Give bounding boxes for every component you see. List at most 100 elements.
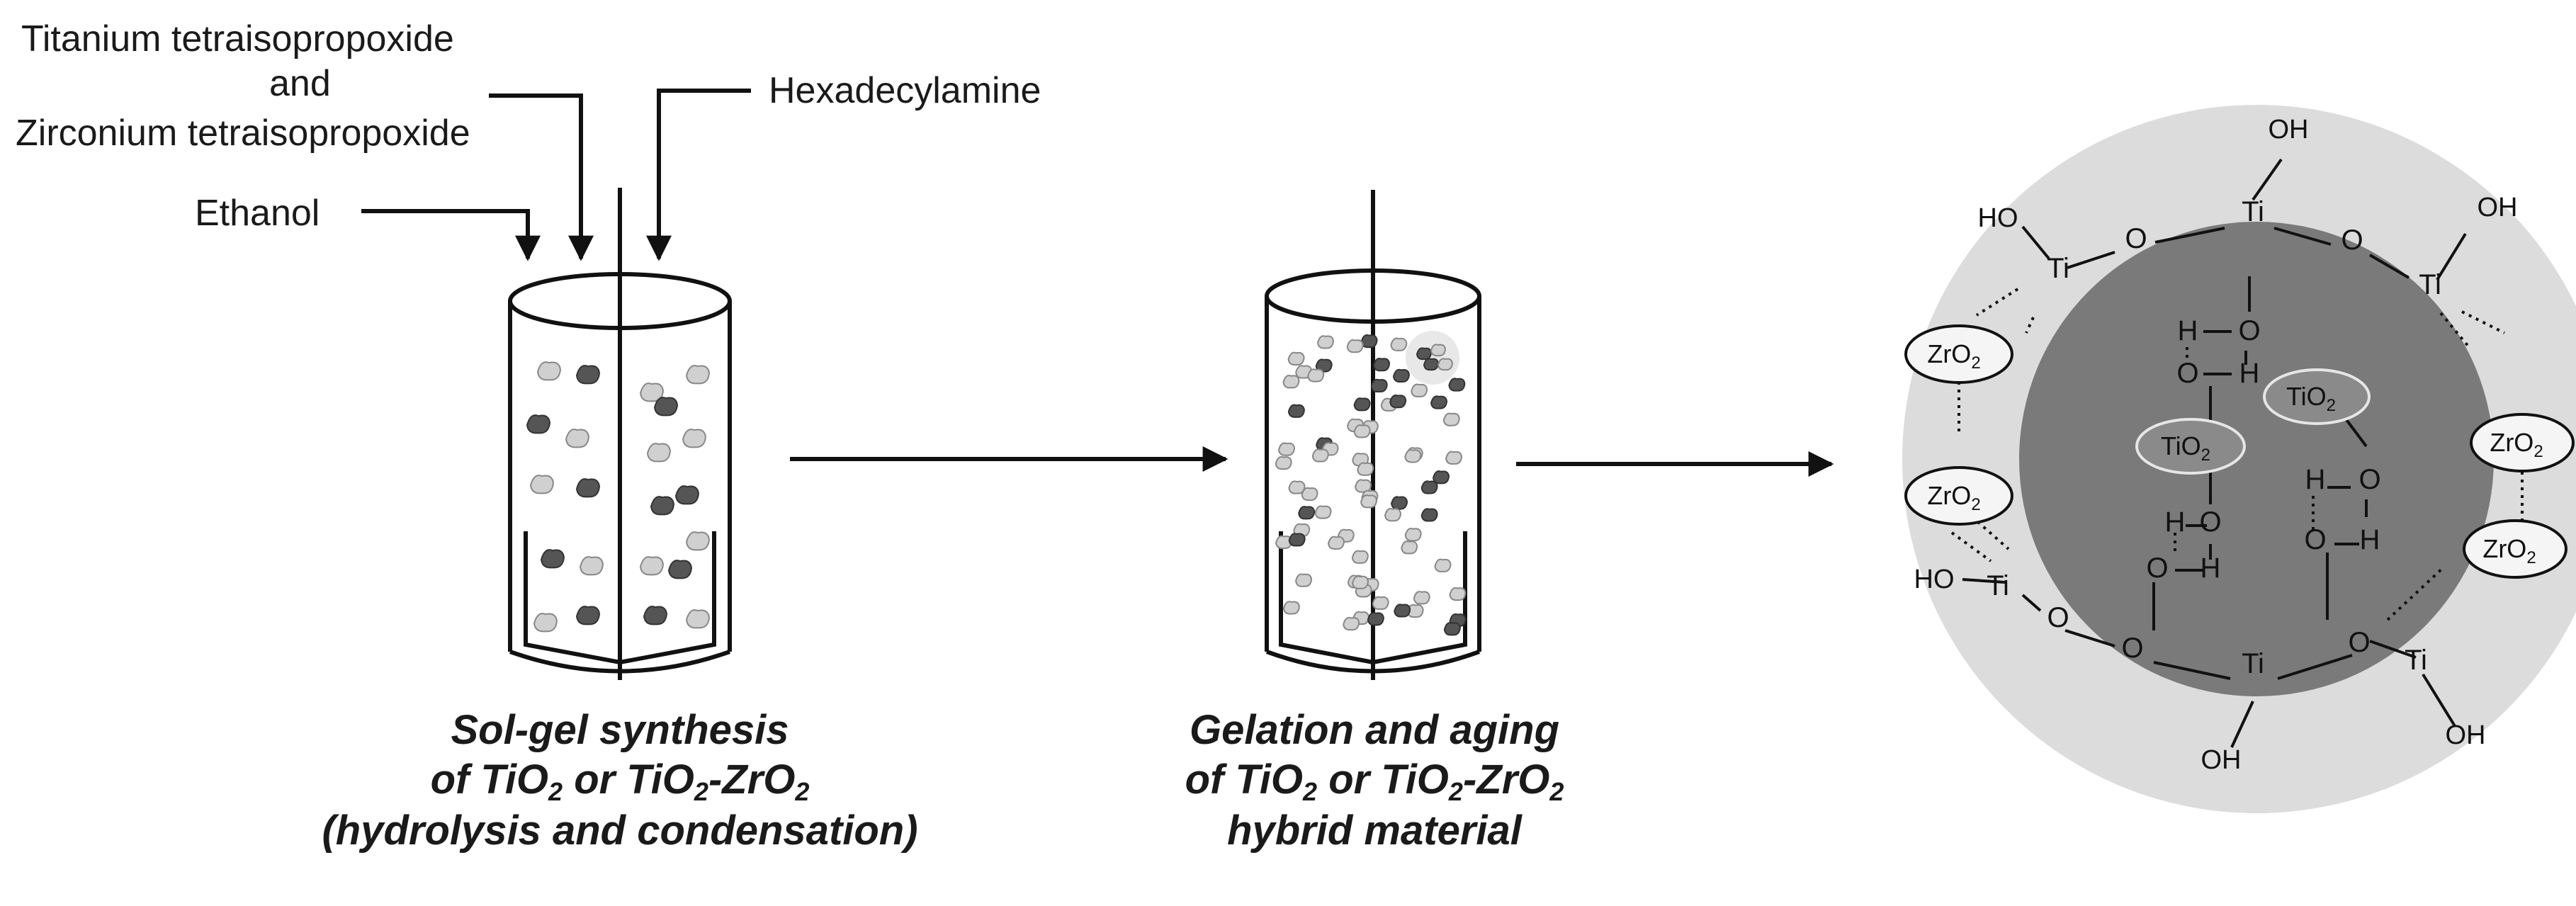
highlight-cluster [1406,331,1459,385]
particle-blob [1360,334,1378,349]
particle-blob [1278,442,1296,456]
particle-blob [1287,351,1305,366]
particle-blob [1389,394,1407,409]
atom-h: H [2305,464,2326,495]
particle-blob [1351,550,1369,564]
atom-o: O [2047,602,2069,633]
beaker1-particles [526,361,711,633]
particle-blob [1372,596,1389,610]
particle-blob [685,531,711,551]
particle-blob [529,475,555,494]
particle-blob [1394,604,1411,618]
zro2-oval-4 [2463,519,2567,579]
titanium-label: Titanium tetraisopropoxide [21,18,454,60]
particle-blob [685,365,711,385]
particle-blob [1442,412,1460,426]
particle-blob [575,478,601,498]
particle-blob [1307,368,1325,383]
particle-blob [667,560,693,579]
caption-2-line3: hybrid material [1227,808,1523,854]
atom-o: O [2199,506,2221,538]
particle-blob [526,414,551,434]
particle-blob [1449,587,1467,601]
ethanol-arrow [361,209,541,261]
atom-oh: OH [2446,720,2486,750]
particle-blob [1406,604,1424,618]
beaker2-particles [1275,334,1467,636]
particle-blob [1357,462,1374,476]
zro2-oval-2 [1904,466,2013,526]
particle-blob [1445,451,1463,465]
particle-blob [1411,383,1428,397]
particle-blob [540,549,565,569]
caption-1-line3: (hydrolysis and condensation) [322,808,917,854]
particle-blob [575,365,601,385]
particle-blob [1430,395,1448,409]
atom-o: O [2304,524,2326,555]
atom-ti: Ti [2047,253,2069,284]
particle-blob [579,556,604,576]
atom-h: H [2360,524,2380,555]
zirconium-label: Zirconium tetraisopropoxide [16,113,470,154]
hexadecylamine-arrow [646,89,751,261]
particle-blob [1448,378,1466,392]
atom-o: O [2341,225,2363,256]
zro2-label: ZrO2 [2490,428,2543,461]
particle-blob [1370,378,1388,393]
atom-o: O [2125,223,2147,254]
beaker-sol-gel [508,188,732,680]
particle-blob [1367,612,1384,626]
particle-blob [1353,424,1371,438]
atom-h: H [2239,358,2260,389]
particle-blob [536,361,562,381]
atom-ti: Ti [2242,196,2264,227]
particle-blob [1384,507,1402,522]
particle-blob [674,485,700,505]
atom-ti: Ti [2405,645,2427,676]
particle-blob [1311,448,1329,463]
caption-2-line1: Gelation and aging [1190,707,1559,753]
reagent-arrows [361,89,751,261]
particle-blob [1282,375,1300,389]
caption-1-line1: Sol-gel synthesis [451,707,789,753]
particle-blob [1301,487,1318,502]
particle-blob [1288,480,1306,494]
atom-ti: Ti [2242,648,2264,679]
particle-blob [1434,558,1452,572]
particle-blob [1437,358,1454,371]
particle-blob [682,429,707,448]
zro2-oval-1 [1904,324,2013,384]
particle-blob [1346,339,1364,353]
atom-oh: OH [2201,745,2242,775]
hexadecylamine-label: Hexadecylamine [769,70,1041,111]
atom-oh: OH [2269,115,2309,145]
zro2-oval-3 [2470,413,2575,472]
particle-blob [1282,601,1300,615]
beaker-gelation [1265,190,1481,680]
particle-blob [1401,540,1418,555]
particle-blob [1433,470,1450,485]
particle-blob [1416,347,1433,361]
atom-o: O [2176,358,2198,389]
oxide-ovals [1904,324,2575,579]
ethanol-label: Ethanol [195,193,320,234]
particle-blob [1288,533,1306,547]
particle-blob [1391,496,1408,510]
particle-blob [1352,575,1369,589]
particle-blob [1404,528,1422,542]
particle-blob [1275,455,1292,470]
atom-o: O [2146,553,2168,584]
particle-blob [1373,358,1391,372]
bonds [1962,158,2467,748]
particle-blob [575,606,601,625]
atom-ti: Ti [1987,570,2009,601]
zro2-label: ZrO2 [2482,534,2536,567]
particle-blob [1287,404,1305,418]
particle-blob [1298,506,1316,520]
particle-blob [1430,344,1447,357]
particle-blob [650,496,675,516]
particle-blob [685,609,711,629]
inner-core [2019,222,2494,696]
atom-ho: HO [1914,565,1955,594]
